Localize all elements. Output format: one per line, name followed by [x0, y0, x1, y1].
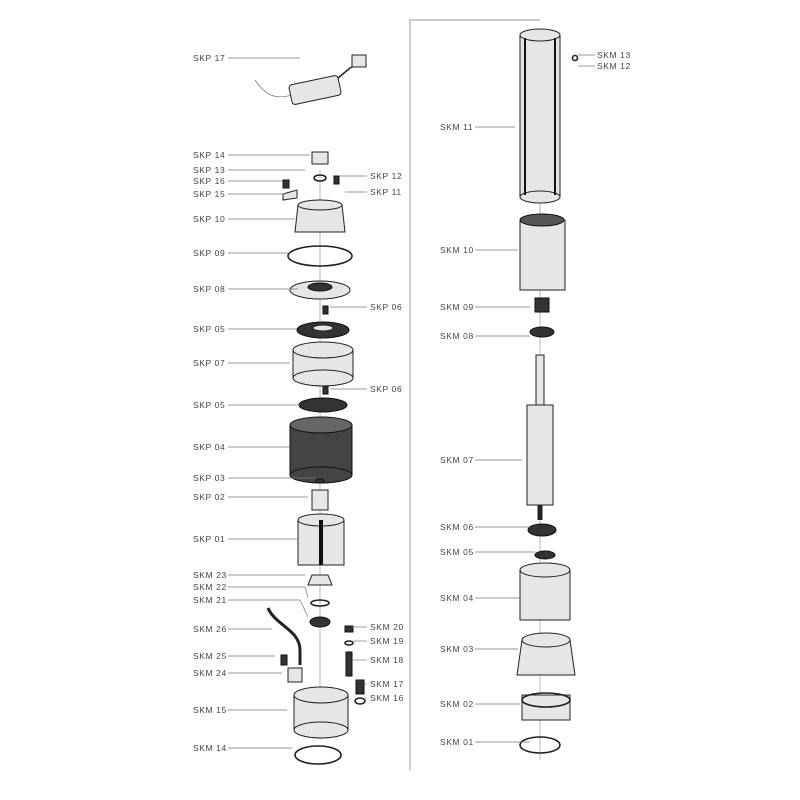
motor-parts [516, 28, 579, 754]
part-label: SKM 04 [440, 593, 474, 603]
part-label: SKP 04 [193, 442, 225, 452]
leader-line [228, 586, 309, 599]
part-label: SKM 09 [440, 302, 474, 312]
part-label: SKM 16 [370, 693, 404, 703]
part-label: SKM 10 [440, 245, 474, 255]
motor-group-frame [409, 19, 540, 770]
part-label: SKM 06 [440, 522, 474, 532]
part-label: SKM 14 [193, 743, 227, 753]
part-label: SKP 11 [370, 187, 402, 197]
part-label: SKM 24 [193, 668, 227, 678]
part-label: SKM 05 [440, 547, 474, 557]
part-label: SKP 06 [370, 384, 402, 394]
part-label: SKM 01 [440, 737, 474, 747]
part-label: SKP 15 [193, 189, 225, 199]
part-label: SKP 16 [193, 176, 225, 186]
part-label: SKM 18 [370, 655, 404, 665]
part-label: SKM 07 [440, 455, 474, 465]
part-label: SKM 26 [193, 624, 227, 634]
pump-head-parts [266, 151, 366, 765]
part-label: SKM 19 [370, 636, 404, 646]
part-label: SKP 01 [193, 534, 225, 544]
part-label: SKM 15 [193, 705, 227, 715]
part-label: SKP 03 [193, 473, 225, 483]
parts-drawing [254, 28, 579, 765]
part-label: SKP 07 [193, 358, 225, 368]
part-label: SKM 13 [597, 50, 631, 60]
part-label: SKP 02 [193, 492, 225, 502]
part-label: SKP 13 [193, 165, 225, 175]
part-label: SKM 25 [193, 651, 227, 661]
part-label: SKM 20 [370, 622, 404, 632]
part-label: SKM 23 [193, 570, 227, 580]
part-label: SKM 03 [440, 644, 474, 654]
leader-line [228, 599, 309, 618]
part-label: SKM 12 [597, 61, 631, 71]
control-box [254, 54, 367, 105]
part-label: SKM 08 [440, 331, 474, 341]
part-label: SKP 09 [193, 248, 225, 258]
part-label: SKP 12 [370, 171, 402, 181]
part-label: SKP 06 [370, 302, 402, 312]
part-label: SKM 21 [193, 595, 227, 605]
part-label: SKP 10 [193, 214, 225, 224]
part-label: SKP 05 [193, 324, 225, 334]
part-label: SKM 17 [370, 679, 404, 689]
part-label: SKM 22 [193, 582, 227, 592]
part-label: SKP 14 [193, 150, 225, 160]
part-label: SKP 08 [193, 284, 225, 294]
part-label: SKM 02 [440, 699, 474, 709]
part-label: SKP 05 [193, 400, 225, 410]
part-label: SKM 11 [440, 122, 473, 132]
part-label: SKP 17 [193, 53, 225, 63]
